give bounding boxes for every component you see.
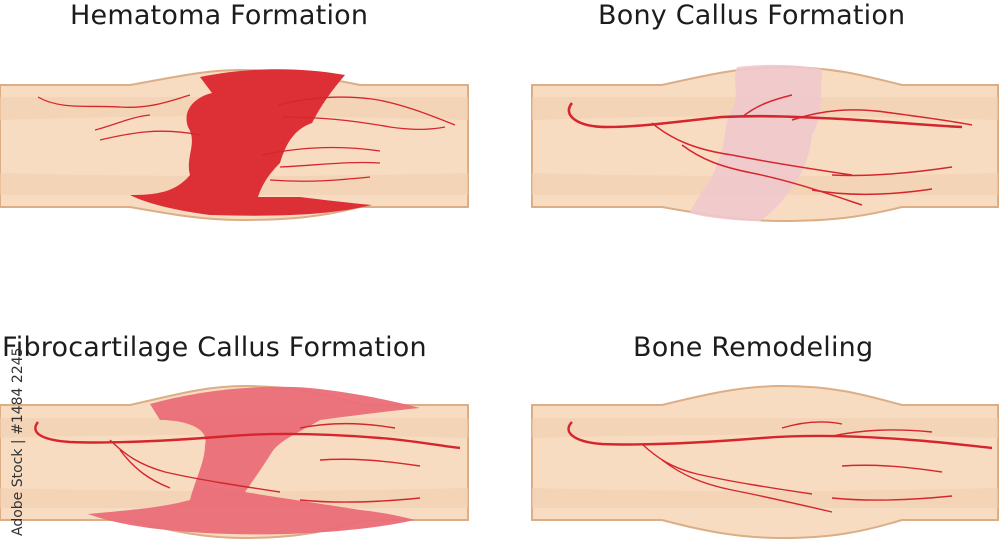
fibrocartilage-callus — [88, 386, 420, 535]
blood-vessels — [567, 421, 993, 513]
bony-callus-formation-title: Bony Callus Formation — [598, 0, 906, 31]
hematoma-clot — [130, 69, 372, 216]
fibrocartilage-callus-formation-title: Fibrocartilage Callus Formation — [2, 332, 427, 363]
stock-watermark: Adobe Stock | #1484 2245 — [8, 296, 32, 536]
bone-cortex-lower — [532, 488, 998, 508]
blood-vessels — [37, 94, 456, 182]
blood-vessels — [34, 421, 461, 503]
hematoma-formation-title: Hematoma Formation — [70, 0, 369, 31]
fibrocartilage-callus-formation-illustration — [0, 384, 469, 540]
hematoma-formation-illustration — [0, 68, 469, 222]
watermark-text: Adobe Stock | #1484 2245 — [10, 347, 26, 536]
bone-remodeling-title: Bone Remodeling — [633, 332, 874, 363]
bone-shaft — [531, 384, 999, 540]
bony-callus-formation-illustration — [531, 64, 999, 223]
blood-vessels — [567, 94, 973, 206]
bone-remodeling-illustration — [531, 384, 999, 540]
bone-cortex-upper — [532, 418, 998, 438]
